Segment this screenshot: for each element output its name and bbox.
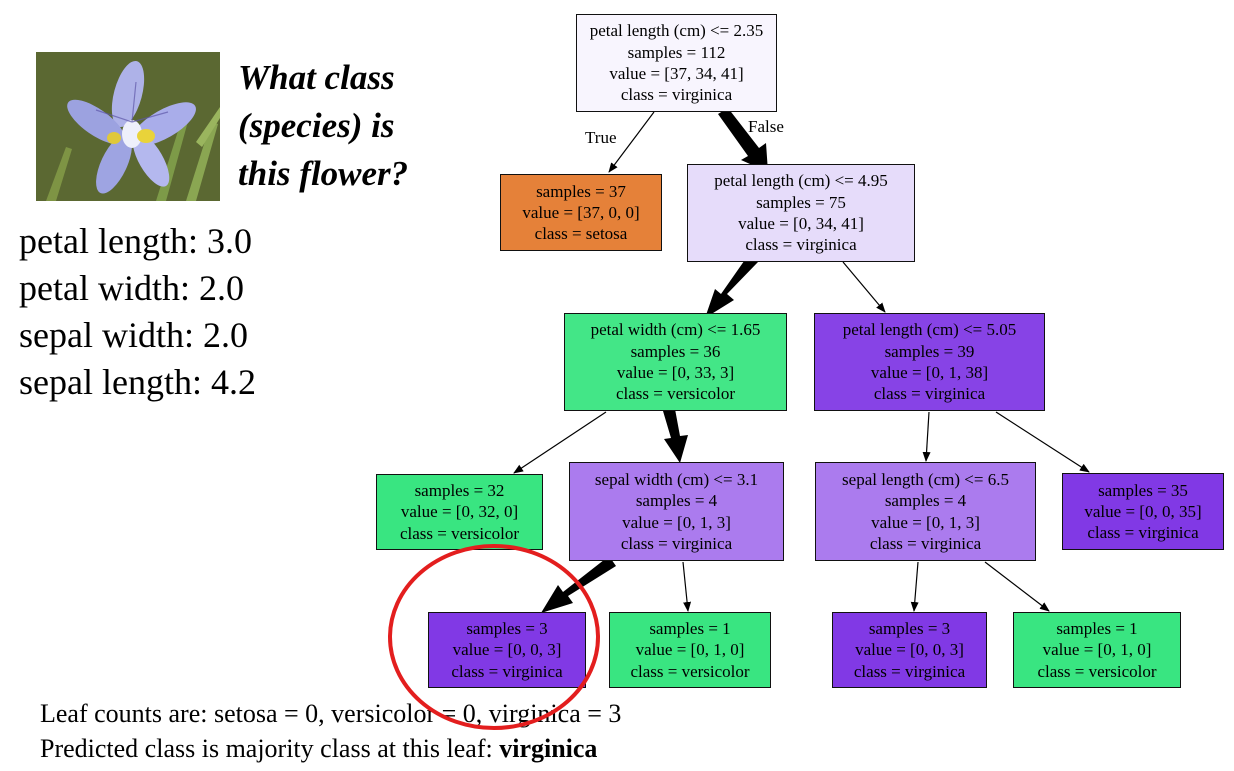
node-line: value = [0, 1, 3] bbox=[871, 512, 980, 532]
edge-root-setosa bbox=[608, 111, 655, 173]
node-line: class = setosa bbox=[534, 224, 628, 244]
question-line: What class bbox=[238, 58, 395, 97]
node-line: petal length (cm) <= 4.95 bbox=[714, 171, 888, 191]
path-arrow-pl495-pw165 bbox=[705, 254, 758, 318]
tree-leaf-virginica-3-b: samples = 3 value = [0, 0, 3] class = vi… bbox=[832, 612, 987, 688]
edge-sl65-leaf3b bbox=[910, 561, 919, 612]
edge-pl505-leaf35 bbox=[995, 411, 1090, 473]
tree-node-petal-length-4-95: petal length (cm) <= 4.95 samples = 75 v… bbox=[687, 164, 915, 262]
feature-petal-length: petal length: 3.0 bbox=[19, 221, 252, 261]
node-line: value = [0, 0, 35] bbox=[1084, 501, 1202, 521]
node-line: class = virginica bbox=[853, 661, 966, 681]
node-line: sepal width (cm) <= 3.1 bbox=[594, 469, 759, 489]
edge-pl505-sl65 bbox=[922, 411, 931, 462]
edge-sl65-leaf1b bbox=[984, 561, 1050, 612]
tree-leaf-versicolor-1-b: samples = 1 value = [0, 1, 0] class = ve… bbox=[1013, 612, 1181, 688]
feature-sepal-width: sepal width: 2.0 bbox=[19, 315, 248, 355]
tree-leaf-virginica-35: samples = 35 value = [0, 0, 35] class = … bbox=[1062, 473, 1224, 550]
tree-leaf-virginica-3-highlighted: samples = 3 value = [0, 0, 3] class = vi… bbox=[428, 612, 586, 688]
prediction-prefix: Predicted class is majority class at thi… bbox=[40, 734, 500, 763]
node-line: value = [0, 32, 0] bbox=[400, 502, 519, 522]
edge-pw165-leaf32 bbox=[513, 411, 607, 474]
node-line: class = versicolor bbox=[399, 523, 520, 543]
question-heading: What class (species) is this flower? bbox=[238, 54, 458, 198]
node-line: samples = 39 bbox=[884, 341, 975, 361]
path-arrow-sw31-leaf3a bbox=[541, 556, 616, 613]
tree-leaf-versicolor-1-a: samples = 1 value = [0, 1, 0] class = ve… bbox=[609, 612, 771, 688]
prediction-line: Predicted class is majority class at thi… bbox=[40, 731, 621, 766]
node-line: value = [0, 1, 3] bbox=[622, 512, 731, 532]
node-line: class = virginica bbox=[745, 235, 857, 255]
path-arrow-root-pl495 bbox=[718, 108, 768, 172]
node-line: samples = 32 bbox=[414, 481, 505, 501]
node-line: class = virginica bbox=[873, 384, 986, 404]
node-line: class = virginica bbox=[620, 85, 733, 105]
node-line: petal length (cm) <= 2.35 bbox=[589, 21, 764, 41]
tree-node-sepal-width-3-1: sepal width (cm) <= 3.1 samples = 4 valu… bbox=[569, 462, 784, 561]
node-line: petal width (cm) <= 1.65 bbox=[590, 320, 761, 340]
node-line: samples = 4 bbox=[884, 491, 967, 511]
feature-list: petal length: 3.0 petal width: 2.0 sepal… bbox=[19, 218, 256, 406]
edge-pl495-pl505 bbox=[842, 261, 886, 313]
node-line: value = [0, 0, 3] bbox=[452, 640, 562, 660]
node-line: samples = 4 bbox=[635, 491, 718, 511]
node-line: class = versicolor bbox=[615, 384, 736, 404]
node-line: value = [37, 0, 0] bbox=[522, 202, 640, 222]
node-line: class = versicolor bbox=[1037, 661, 1157, 681]
leaf-counts-line: Leaf counts are: setosa = 0, versicolor … bbox=[40, 699, 622, 728]
predicted-class: virginica bbox=[499, 734, 598, 763]
node-line: samples = 35 bbox=[1098, 480, 1188, 500]
edge-label-true: True bbox=[585, 128, 617, 147]
feature-petal-width: petal width: 2.0 bbox=[19, 268, 244, 308]
node-line: sepal length (cm) <= 6.5 bbox=[842, 469, 1009, 489]
question-line: this flower? bbox=[238, 154, 409, 193]
edge-sw31-leaf1a bbox=[682, 561, 692, 612]
footer-text: Leaf counts are: setosa = 0, versicolor … bbox=[40, 696, 621, 766]
node-line: samples = 112 bbox=[627, 42, 726, 62]
node-line: samples = 75 bbox=[756, 192, 846, 212]
node-line: samples = 3 bbox=[868, 619, 951, 639]
node-line: samples = 1 bbox=[649, 619, 731, 639]
node-line: value = [0, 1, 0] bbox=[635, 640, 745, 660]
node-line: value = [37, 34, 41] bbox=[609, 64, 744, 83]
node-line: value = [0, 0, 3] bbox=[855, 640, 964, 660]
iris-flower-photo bbox=[36, 52, 220, 201]
node-line: value = [0, 33, 3] bbox=[616, 363, 735, 382]
tree-leaf-versicolor-32: samples = 32 value = [0, 32, 0] class = … bbox=[376, 474, 543, 550]
tree-node-sepal-length-6-5: sepal length (cm) <= 6.5 samples = 4 val… bbox=[815, 462, 1036, 561]
node-line: class = virginica bbox=[620, 533, 733, 553]
tree-node-petal-width-1-65: petal width (cm) <= 1.65 samples = 36 va… bbox=[564, 313, 787, 411]
node-line: samples = 36 bbox=[630, 341, 721, 361]
tree-node-root: petal length (cm) <= 2.35 samples = 112 … bbox=[576, 14, 777, 112]
node-line: value = [0, 1, 38] bbox=[870, 363, 989, 382]
tree-leaf-setosa: samples = 37 value = [37, 0, 0] class = … bbox=[500, 174, 662, 251]
node-line: value = [0, 34, 41] bbox=[738, 214, 864, 233]
node-line: class = virginica bbox=[1087, 523, 1199, 543]
path-arrow-pw165-sw31 bbox=[663, 409, 688, 463]
node-line: class = virginica bbox=[869, 533, 982, 553]
node-line: class = versicolor bbox=[630, 661, 750, 681]
edge-label-false: False bbox=[748, 117, 784, 136]
node-line: petal length (cm) <= 5.05 bbox=[842, 320, 1017, 340]
question-line: (species) is bbox=[238, 106, 395, 145]
node-line: value = [0, 1, 0] bbox=[1042, 640, 1152, 660]
feature-sepal-length: sepal length: 4.2 bbox=[19, 362, 256, 402]
node-line: samples = 1 bbox=[1056, 619, 1138, 639]
node-line: class = virginica bbox=[451, 661, 563, 681]
node-line: samples = 3 bbox=[466, 619, 548, 639]
node-line: samples = 37 bbox=[536, 181, 626, 201]
tree-node-petal-length-5-05: petal length (cm) <= 5.05 samples = 39 v… bbox=[814, 313, 1045, 411]
